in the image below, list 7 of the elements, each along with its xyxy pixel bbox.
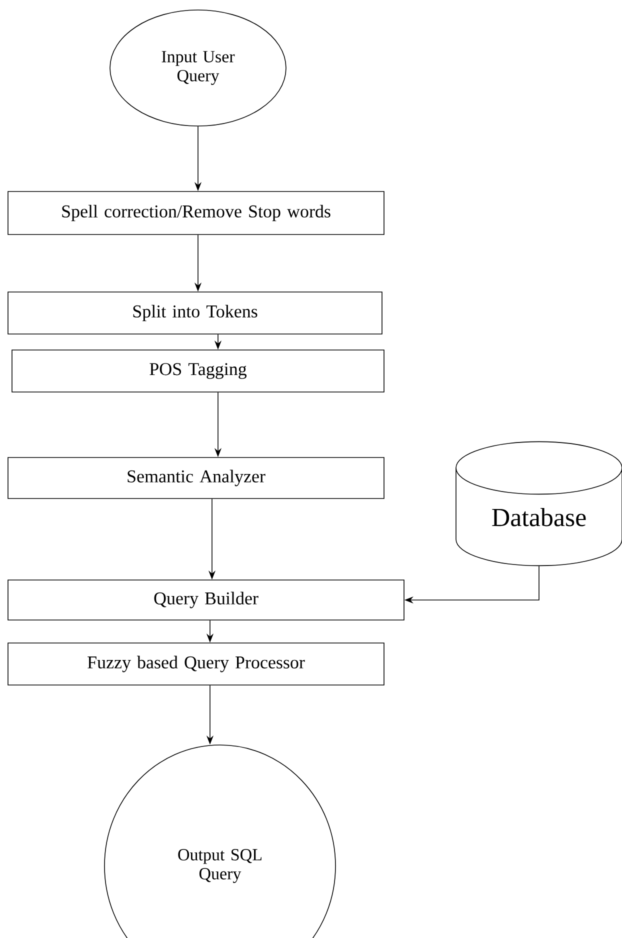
process-box: Fuzzy based Query Processor	[8, 642, 384, 686]
process-box: Query Builder	[8, 580, 404, 620]
process-box: Spell correction/Remove Stop words	[8, 191, 384, 235]
process-box: Split into Tokens	[8, 292, 382, 334]
database-cylinder: Database	[456, 441, 622, 566]
process-box: Semantic Analyzer	[8, 457, 384, 499]
process-box: POS Tagging	[12, 350, 384, 392]
